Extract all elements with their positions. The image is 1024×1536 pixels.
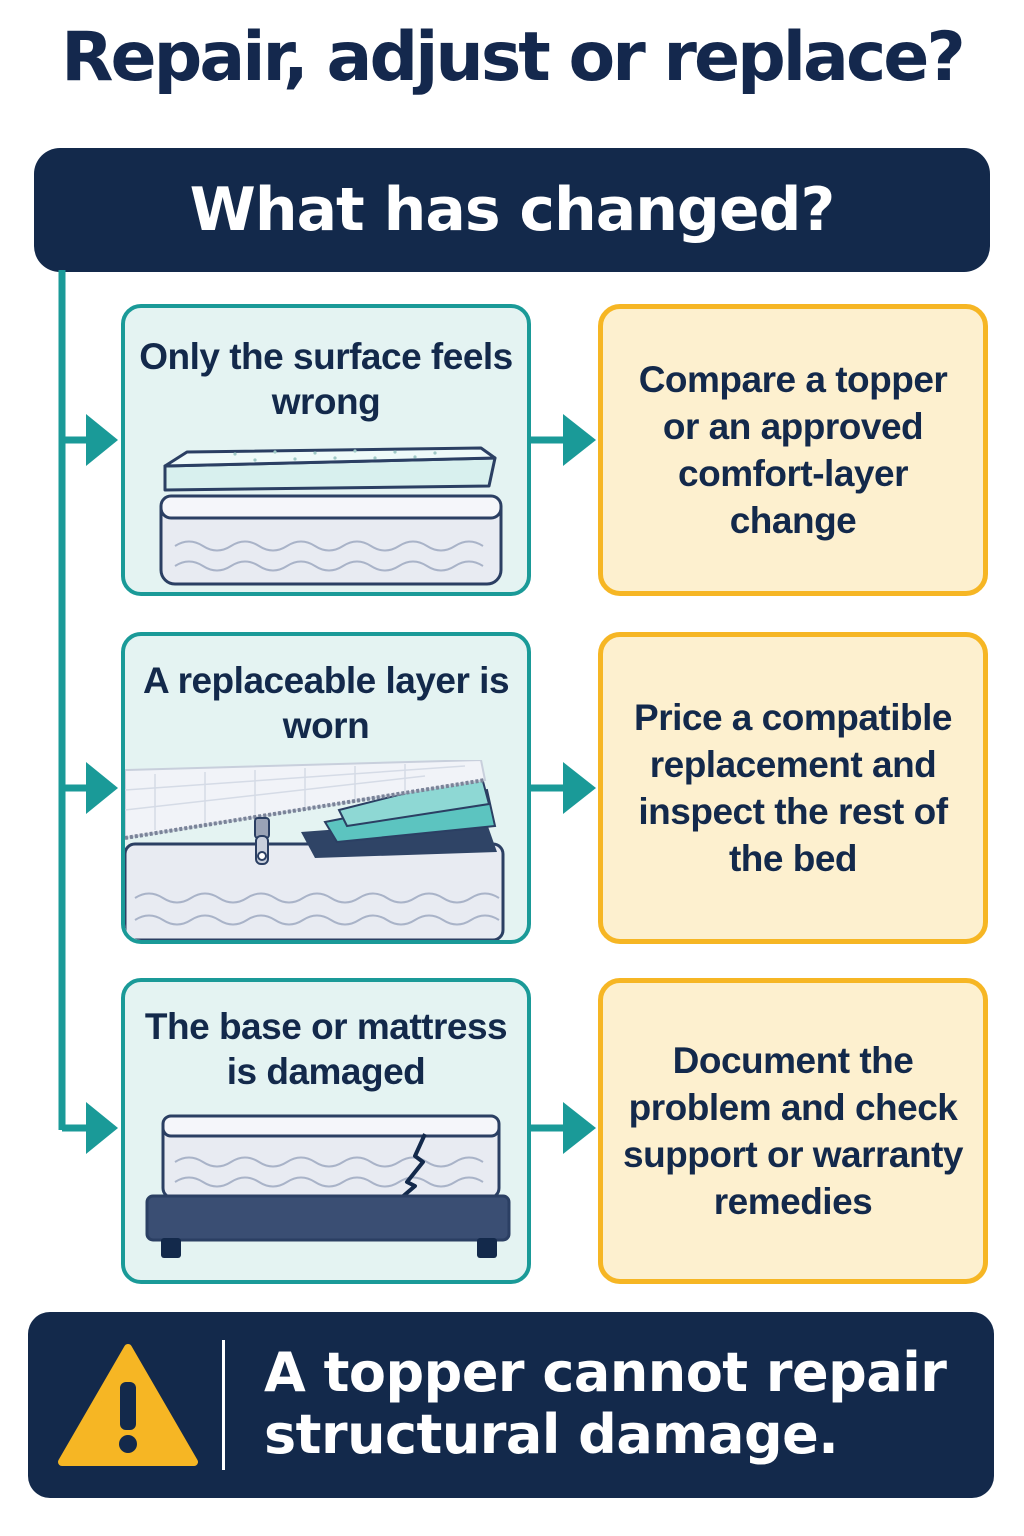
condition-card-damage: The base or mattress is damaged	[121, 978, 531, 1284]
result-arrow-2	[563, 762, 596, 814]
branch-arrow-3	[86, 1102, 118, 1154]
action-card-topper: Compare a topper or an approved comfort-…	[598, 304, 988, 596]
branch-arrow-1	[86, 414, 118, 466]
warning-icon	[58, 1344, 198, 1466]
question-label: What has changed?	[189, 175, 836, 245]
condition-card-surface: Only the surface feels wrong	[121, 304, 531, 596]
question-banner: What has changed?	[34, 148, 990, 272]
result-arrow-1	[563, 414, 596, 466]
warning-banner: A topper cannot repair structural damage…	[28, 1312, 994, 1498]
action-text-topper: Compare a topper or an approved comfort-…	[638, 359, 948, 541]
mattress-topper-icon	[159, 446, 503, 586]
result-arrow-3	[563, 1102, 596, 1154]
condition-label-surface: Only the surface feels wrong	[139, 336, 513, 422]
damaged-mattress-icon	[145, 1114, 511, 1258]
page-title: Repair, adjust or replace?	[61, 18, 966, 97]
action-text-replacement: Price a compatible replacement and inspe…	[634, 697, 952, 879]
branch-arrow-2	[86, 762, 118, 814]
warning-divider	[222, 1340, 225, 1470]
action-card-document: Document the problem and check support o…	[598, 978, 988, 1284]
condition-label-layer: A replaceable layer is worn	[142, 660, 510, 746]
warning-text: A topper cannot repair structural damage…	[264, 1341, 947, 1466]
action-text-document: Document the problem and check support o…	[623, 1040, 964, 1222]
condition-card-layer: A replaceable layer is worn	[121, 632, 531, 944]
zipped-mattress-layer-icon	[125, 760, 505, 940]
condition-label-damage: The base or mattress is damaged	[144, 1006, 508, 1092]
action-card-replacement: Price a compatible replacement and inspe…	[598, 632, 988, 944]
